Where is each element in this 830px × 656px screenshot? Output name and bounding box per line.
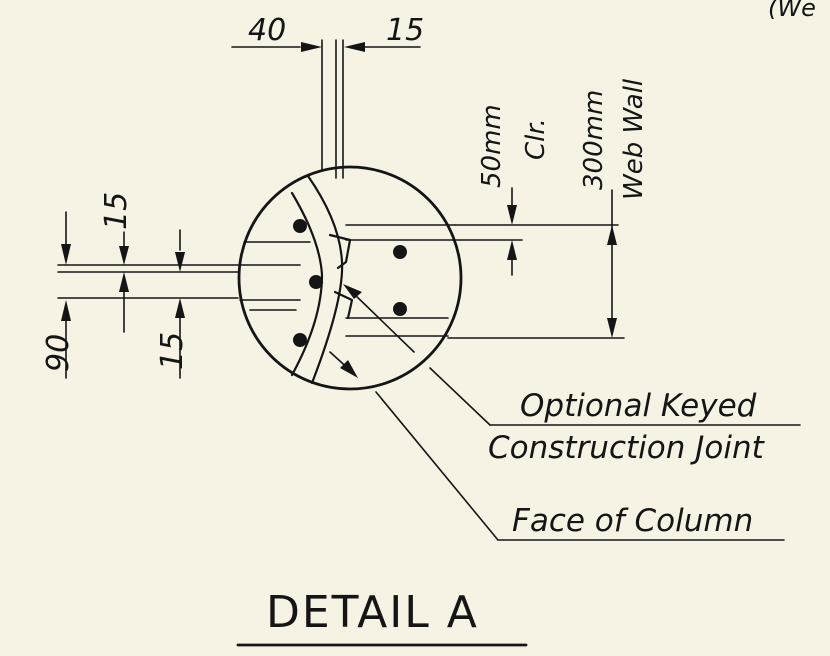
callout-construction-joint: Construction Joint [488, 430, 766, 466]
dim-left-15-upper: 15 [99, 192, 134, 230]
callout-face-of-column: Face of Column [512, 503, 753, 539]
callout-leaders [329, 284, 801, 541]
dim-top-40: 40 [248, 13, 286, 48]
left-dimension: 15 90 15 [41, 192, 239, 379]
dim-left-90: 90 [41, 334, 76, 372]
dim-right-300mm: 300mm [579, 90, 609, 190]
callout-optional-keyed: Optional Keyed [520, 388, 757, 424]
dim-right-clr: Clr. [521, 118, 551, 160]
detail-title: DETAIL A [266, 587, 479, 638]
dim-top-15: 15 [386, 13, 424, 48]
right-dimension: 50mm Clr. 300mm Web Wall [447, 78, 649, 339]
detail-circle [237, 165, 463, 391]
dim-right-50mm: 50mm [477, 104, 507, 188]
corner-fragment-text: (We [768, 0, 816, 22]
dim-right-web-wall: Web Wall [619, 78, 649, 200]
dim-left-15-lower: 15 [155, 332, 190, 370]
top-dimension: 40 15 [231, 13, 424, 179]
